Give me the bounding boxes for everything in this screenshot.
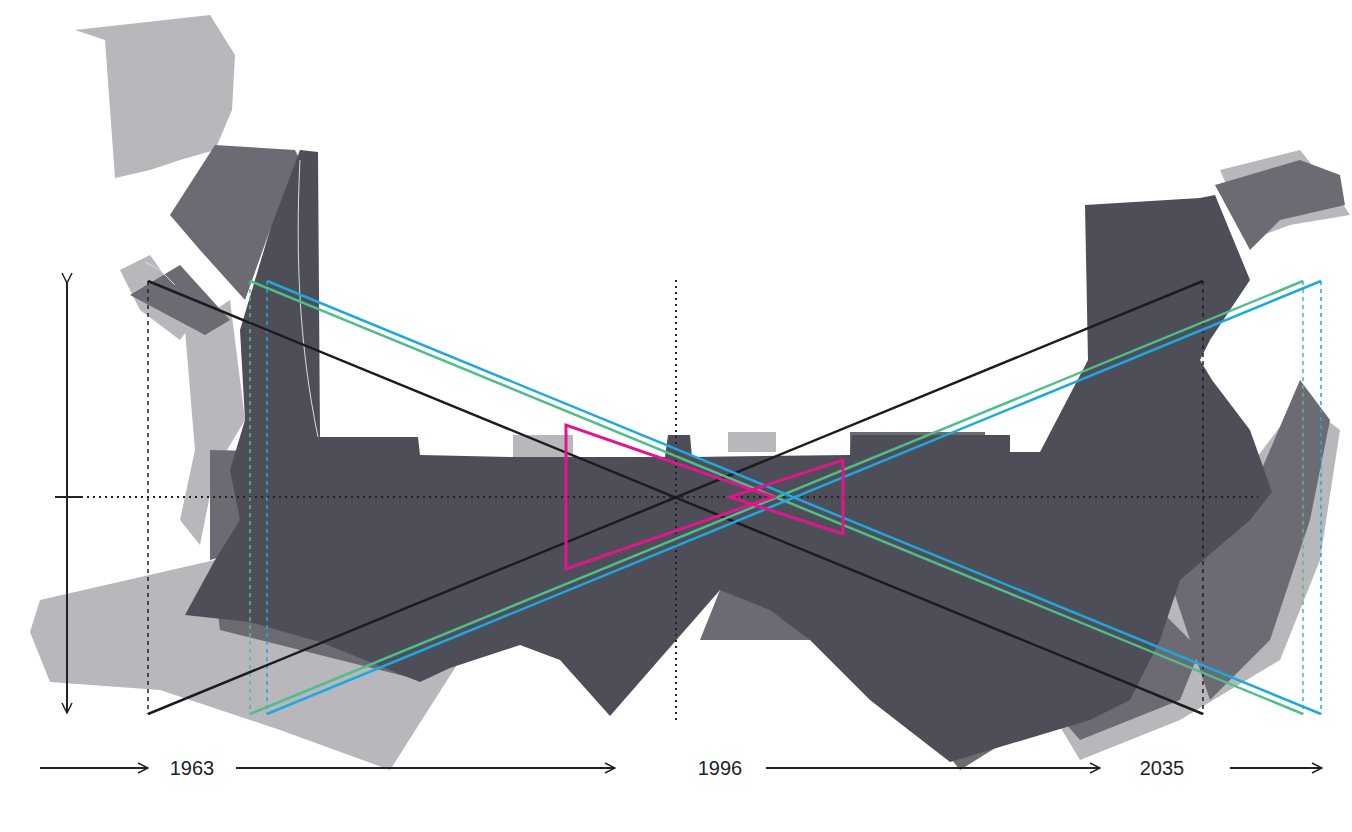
year-label: 2035: [1140, 757, 1185, 780]
year-label: 1996: [698, 757, 743, 780]
year-label: 1963: [170, 757, 215, 780]
